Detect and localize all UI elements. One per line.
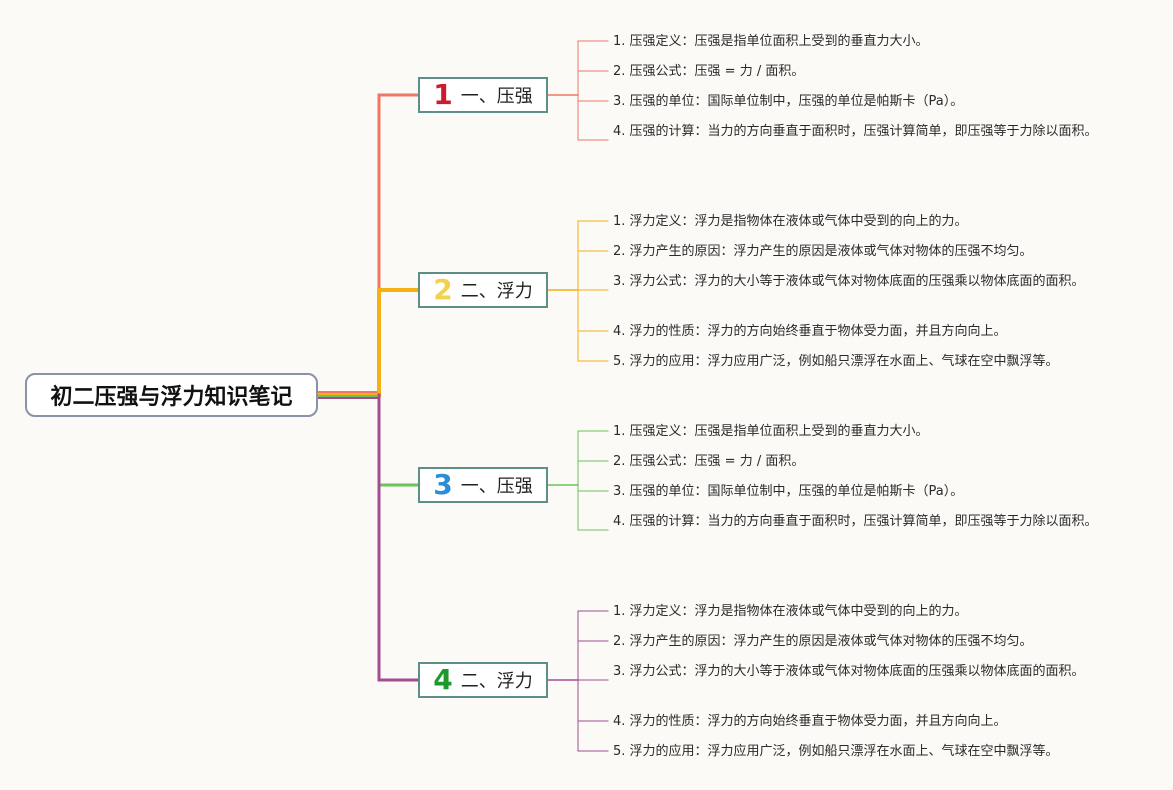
branch-topic-3[interactable]: 3 一、压强 — [418, 467, 548, 503]
leaf-topic[interactable]: 5. 浮力的应用：浮力应用广泛，例如船只漂浮在水面上、气球在空中飘浮等。 — [613, 354, 1059, 369]
leaf-topic[interactable]: 2. 压强公式：压强 = 力 / 面积。 — [613, 64, 805, 79]
branch-label: 二、浮力 — [460, 671, 533, 692]
leaf-topic[interactable]: 2. 压强公式：压强 = 力 / 面积。 — [613, 454, 805, 469]
leaf-topic[interactable]: 2. 浮力产生的原因：浮力产生的原因是液体或气体对物体的压强不均匀。 — [613, 634, 1033, 649]
leaf-topic[interactable]: 3. 压强的单位：国际单位制中，压强的单位是帕斯卡（Pa）。 — [613, 94, 964, 109]
branch-label: 二、浮力 — [460, 281, 533, 302]
leaf-topic[interactable]: 1. 浮力定义：浮力是指物体在液体或气体中受到的向上的力。 — [613, 604, 968, 619]
root-topic[interactable]: 初二压强与浮力知识笔记 — [25, 373, 318, 417]
leaf-topic[interactable]: 2. 浮力产生的原因：浮力产生的原因是液体或气体对物体的压强不均匀。 — [613, 244, 1033, 259]
number-badge-2: 2 — [433, 273, 453, 306]
branch-topic-2[interactable]: 2 二、浮力 — [418, 272, 548, 308]
number-badge-4: 4 — [433, 663, 453, 696]
branch-label: 一、压强 — [460, 476, 533, 497]
leaf-topic[interactable]: 4. 浮力的性质：浮力的方向始终垂直于物体受力面，并且方向向上。 — [613, 324, 1007, 339]
leaf-topic[interactable]: 1. 压强定义：压强是指单位面积上受到的垂直力大小。 — [613, 34, 929, 49]
leaf-topic[interactable]: 1. 浮力定义：浮力是指物体在液体或气体中受到的向上的力。 — [613, 214, 968, 229]
branch-topic-1[interactable]: 1 一、压强 — [418, 77, 548, 113]
leaf-topic[interactable]: 1. 压强定义：压强是指单位面积上受到的垂直力大小。 — [613, 424, 929, 439]
leaf-topic[interactable]: 4. 压强的计算：当力的方向垂直于面积时，压强计算简单，即压强等于力除以面积。 — [613, 514, 1098, 529]
leaf-topic[interactable]: 5. 浮力的应用：浮力应用广泛，例如船只漂浮在水面上、气球在空中飘浮等。 — [613, 744, 1059, 759]
branch-label: 一、压强 — [460, 86, 533, 107]
leaf-topic[interactable]: 3. 压强的单位：国际单位制中，压强的单位是帕斯卡（Pa）。 — [613, 484, 964, 499]
number-badge-3: 3 — [433, 468, 453, 501]
leaf-topic[interactable]: 4. 压强的计算：当力的方向垂直于面积时，压强计算简单，即压强等于力除以面积。 — [613, 124, 1098, 139]
leaf-topic[interactable]: 3. 浮力公式：浮力的大小等于液体或气体对物体底面的压强乘以物体底面的面积。 — [613, 274, 1085, 289]
branch-topic-4[interactable]: 4 二、浮力 — [418, 662, 548, 698]
root-topic-label: 初二压强与浮力知识笔记 — [50, 385, 293, 410]
leaf-topic[interactable]: 4. 浮力的性质：浮力的方向始终垂直于物体受力面，并且方向向上。 — [613, 714, 1007, 729]
leaf-topic[interactable]: 3. 浮力公式：浮力的大小等于液体或气体对物体底面的压强乘以物体底面的面积。 — [613, 664, 1085, 679]
number-badge-1: 1 — [433, 78, 453, 111]
